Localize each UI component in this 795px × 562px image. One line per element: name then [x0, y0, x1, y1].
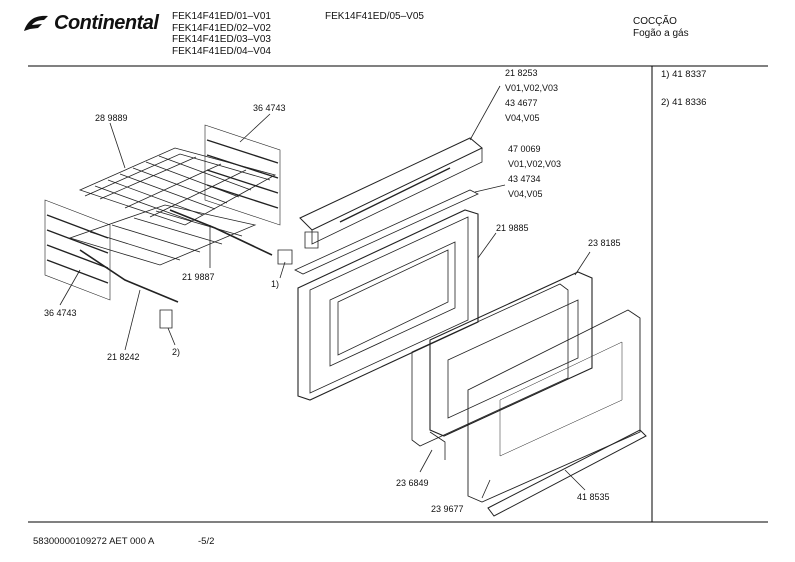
model-item: FEK14F41ED/03–V03 — [172, 34, 271, 45]
label-variant-a1: V01,V02,V03 — [505, 83, 558, 93]
side-note-2: 2) 41 8336 — [661, 97, 707, 108]
label-418535: 41 8535 — [577, 492, 610, 502]
inner-door-panel — [297, 209, 479, 401]
label-364743-top: 36 4743 — [253, 103, 286, 113]
label-218253: 21 8253 — [505, 68, 538, 78]
label-note-2: 2) — [172, 347, 180, 357]
label-219887: 21 9887 — [182, 272, 215, 282]
hinge-rod-right — [169, 209, 273, 256]
door-seal — [411, 283, 569, 460]
side-rail-left — [44, 199, 111, 301]
label-note-1: 1) — [271, 279, 279, 289]
label-470069: 47 0069 — [508, 144, 541, 154]
oven-rack-upper — [78, 147, 277, 226]
label-219885: 21 9885 — [496, 223, 529, 233]
label-239677: 23 9677 — [431, 504, 464, 514]
label-218242: 21 8242 — [107, 352, 140, 362]
door-handle-top — [299, 137, 483, 249]
hinge-bracket-2 — [159, 309, 173, 329]
label-434734: 43 4734 — [508, 174, 541, 184]
label-variant-b1: V01,V02,V03 — [508, 159, 561, 169]
label-variant-a2: V04,V05 — [505, 113, 540, 123]
hinge-bracket-1 — [277, 249, 293, 265]
side-rail-right — [204, 124, 281, 226]
category: COCÇÃO Fogão a gás — [633, 16, 689, 39]
category-subtitle: Fogão a gás — [633, 27, 689, 39]
oven-rack-lower — [68, 204, 257, 266]
category-title: COCÇÃO — [633, 16, 677, 27]
door-lower-trim — [487, 429, 647, 517]
brand-logo: Continental — [22, 12, 159, 35]
door-frame — [429, 271, 593, 437]
model-item: FEK14F41ED/01–V01 — [172, 11, 271, 22]
model-list: FEK14F41ED/01–V01 FEK14F41ED/02–V02 FEK1… — [172, 11, 271, 57]
label-364743-left: 36 4743 — [44, 308, 77, 318]
model-item: FEK14F41ED/02–V02 — [172, 22, 271, 34]
label-variant-b2: V04,V05 — [508, 189, 543, 199]
label-289889: 28 9889 — [95, 113, 128, 123]
model-item-extra: FEK14F41ED/05–V05 — [325, 11, 424, 22]
side-note-1: 1) 41 8337 — [661, 69, 707, 80]
door-glass — [467, 309, 641, 503]
model-item: FEK14F41ED/04–V04 — [172, 45, 271, 57]
hinge-rod-left — [79, 249, 179, 303]
document-code: 58300000109272 AET 000 A — [33, 536, 155, 547]
page-number: -5/2 — [198, 536, 215, 547]
trim-strip — [294, 189, 479, 275]
label-236849: 23 6849 — [396, 478, 429, 488]
label-434677: 43 4677 — [505, 98, 538, 108]
brand-name: Continental — [54, 12, 159, 34]
continental-horse-icon — [24, 15, 48, 31]
label-238185: 23 8185 — [588, 238, 621, 248]
